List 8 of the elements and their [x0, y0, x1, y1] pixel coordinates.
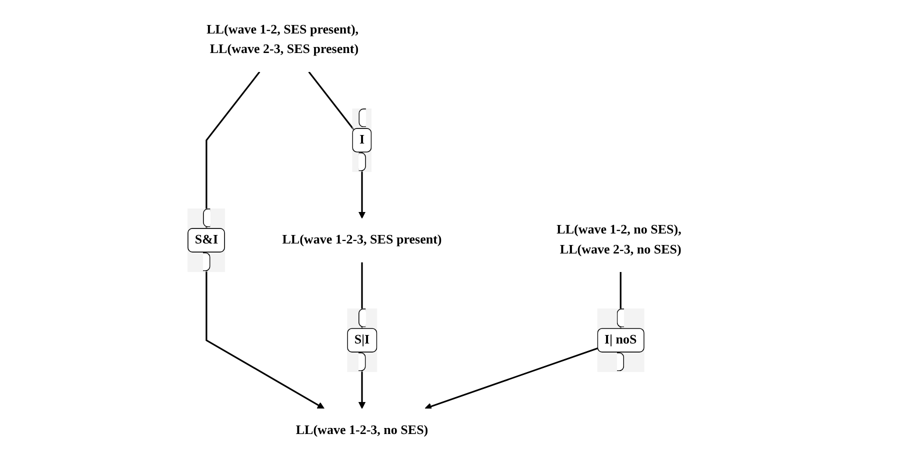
edge-label: S&I	[194, 232, 218, 247]
node-text: LL(wave 1-2, no SES), LL(wave 2-3, no SES)	[556, 223, 681, 257]
node-text: LL(wave 1-2-3, SES present)	[282, 232, 442, 247]
edge-label: I| noS	[604, 332, 636, 347]
edge-label: I	[359, 132, 364, 147]
node-text: LL(wave 1-2-3, no SES)	[295, 423, 428, 438]
node-text: LL(wave 1-2, SES present), LL(wave 2-3, SES present)	[206, 23, 358, 56]
edge-label: S|I	[354, 332, 370, 347]
